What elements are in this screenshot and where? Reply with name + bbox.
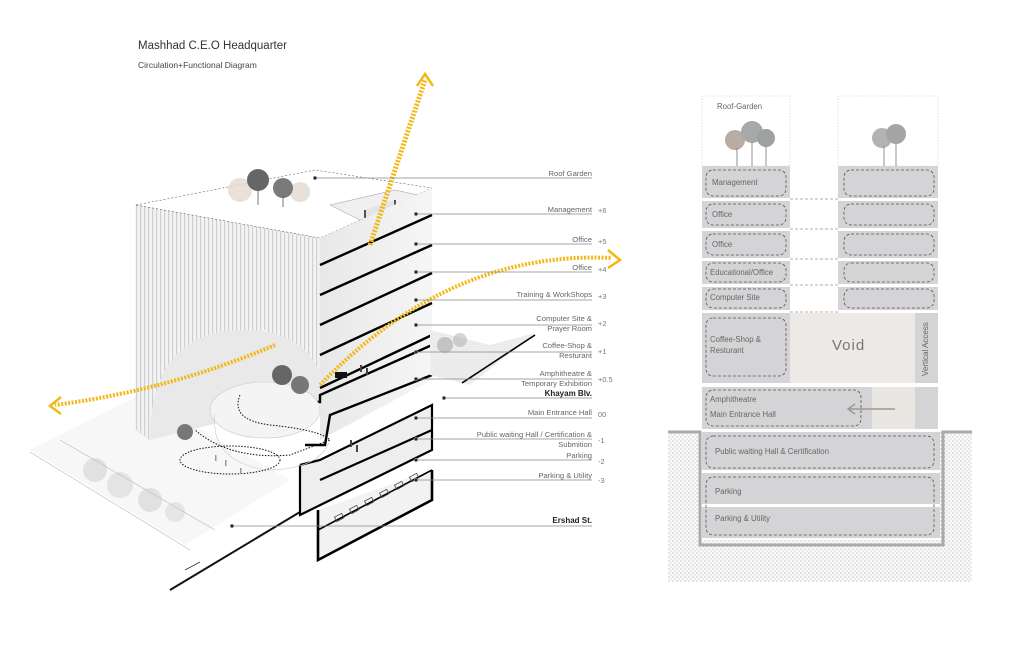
level-office-5: +5 <box>598 237 607 246</box>
label-khayam-blv: Khayam Blv. <box>544 389 592 398</box>
level-parking: -2 <box>598 457 605 466</box>
section-parking-utility: Parking & Utility <box>715 514 771 523</box>
spiral-ramp <box>179 381 331 475</box>
section-coffee-line2: Resturant <box>710 346 744 355</box>
entrance-arrow-icon <box>846 403 895 415</box>
label-amphitheatre: Amphitheatre & Temporary Exhibition <box>521 369 592 389</box>
label-management: Management <box>547 205 592 214</box>
tree-icon <box>725 121 906 166</box>
level-coffee-shop: +1 <box>598 347 607 356</box>
label-roof-garden: Roof Garden <box>548 169 592 178</box>
section-diagram <box>668 95 972 582</box>
circulation-arrow-icon <box>47 71 623 416</box>
label-training: Training & WorkShops <box>516 290 592 299</box>
level-main-entrance: 00 <box>598 410 607 419</box>
level-parking-utility: -3 <box>598 476 605 485</box>
section-office-2: Office <box>712 240 733 249</box>
section-void: Void <box>832 337 866 354</box>
level-office-4: +4 <box>598 265 607 274</box>
people-icon <box>215 365 368 474</box>
tree-icon <box>83 458 185 522</box>
section-computer-site: Computer Site <box>710 293 760 302</box>
level-public-waiting: -1 <box>598 436 605 445</box>
tree-icon <box>177 365 309 440</box>
label-public-waiting-line2: Submition <box>558 440 592 449</box>
car-icon <box>333 472 420 523</box>
section-entrance: Amphitheatre Main Entrance Hall <box>710 394 776 420</box>
level-training: +3 <box>598 292 607 301</box>
section-cut <box>298 188 434 563</box>
level-management: +6 <box>598 206 607 215</box>
section-public-waiting: Public waiting Hall & Certification <box>715 447 829 456</box>
terrace <box>430 330 536 385</box>
section-vertical-access: Vertical Access <box>921 322 930 376</box>
label-public-waiting-line1: Public waiting Hall / Certification & <box>476 430 592 439</box>
section-coffee-line1: Coffee-Shop & <box>710 335 762 344</box>
label-computer-site-line2: Prayer Room <box>547 324 592 333</box>
diagram-title: Mashhad C.E.O Headquarter <box>138 40 287 52</box>
leader-lines <box>230 176 592 528</box>
label-parking: Parking <box>566 451 592 460</box>
tower-arch <box>150 330 320 440</box>
section-educational-office: Educational/Office <box>710 268 774 277</box>
label-coffee-shop-line2: Resturant <box>559 351 592 360</box>
level-amphitheatre: +0.5 <box>598 375 613 384</box>
label-amphitheatre-line1: Amphitheatre & <box>539 369 592 378</box>
section-parking: Parking <box>715 487 742 496</box>
label-main-entrance: Main Entrance Hall <box>527 408 592 417</box>
label-parking-utility: Parking & Utility <box>538 471 592 480</box>
section-coffee-shop: Coffee-Shop & Resturant <box>710 334 761 356</box>
level-computer-site: +2 <box>598 319 607 328</box>
label-ershad-st: Ershad St. <box>552 516 592 525</box>
label-coffee-shop-line1: Coffee-Shop & <box>542 341 592 350</box>
section-roof-garden: Roof-Garden <box>717 102 763 111</box>
section-management: Management <box>712 178 758 187</box>
label-amphitheatre-line2: Temporary Exhibition <box>521 379 592 388</box>
label-office-4: Office <box>572 263 592 272</box>
label-computer-site-line1: Computer Site & <box>536 314 592 323</box>
section-entrance-line1: Amphitheatre <box>710 395 757 404</box>
label-public-waiting: Public waiting Hall / Certification & Su… <box>477 430 592 450</box>
label-office-5: Office <box>572 235 592 244</box>
label-computer-site: Computer Site & Prayer Room <box>536 314 592 334</box>
section-entrance-line2: Main Entrance Hall <box>710 410 776 419</box>
label-coffee-shop: Coffee-Shop & Resturant <box>542 341 592 361</box>
tree-icon <box>228 169 310 207</box>
diagram-subtitle: Circulation+Functional Diagram <box>138 60 257 70</box>
section-office-1: Office <box>712 210 733 219</box>
